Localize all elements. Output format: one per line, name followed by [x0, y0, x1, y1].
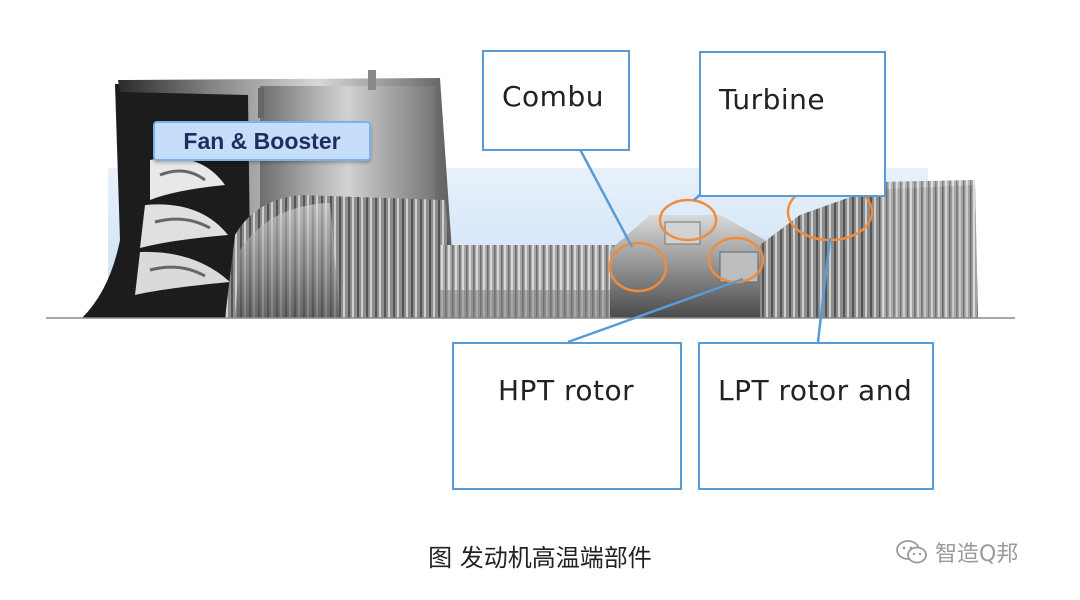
fan-booster-label: Fan & Booster — [153, 121, 371, 161]
hpt-rotor-label: HPT rotor — [498, 374, 634, 407]
watermark-text: 智造Q邦 — [935, 536, 1018, 568]
wechat-icon — [895, 538, 929, 566]
combustor-label: Combu — [502, 80, 604, 113]
lpt-rotor-callout: LPT rotor and — [698, 342, 934, 490]
turbine-callout: Turbine — [699, 51, 886, 197]
combustor-callout: Combu — [482, 50, 630, 151]
hpt-rotor-callout: HPT rotor — [452, 342, 682, 490]
lpt-rotor-label: LPT rotor and — [718, 374, 912, 407]
turbine-label: Turbine — [719, 83, 825, 116]
watermark: 智造Q邦 — [895, 536, 1018, 568]
